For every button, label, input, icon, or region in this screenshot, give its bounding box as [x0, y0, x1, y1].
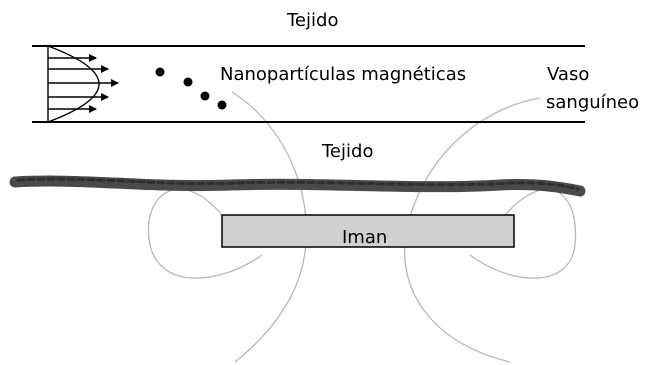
- vessel-label-line1: Vaso: [547, 64, 590, 85]
- tissue-band-texture: [16, 177, 580, 191]
- magnet-label: Iman: [342, 227, 388, 248]
- nanoparticle-dot: [183, 77, 193, 87]
- tissue-top-label: Tejido: [287, 10, 339, 31]
- magnet-bar: [221, 214, 515, 248]
- nanoparticle-dot: [155, 67, 165, 77]
- tissue-band: [9, 175, 586, 197]
- parabolic-flow-icon: [47, 45, 119, 123]
- flow-profile-curve: [47, 45, 100, 123]
- nanoparticles: [155, 67, 227, 110]
- nanoparticle-dot: [200, 91, 210, 101]
- vessel-label-line2: sanguíneo: [546, 92, 640, 113]
- field-line-left-outer: [231, 91, 308, 363]
- nanoparticles-label: Nanopartículas magnéticas: [220, 64, 467, 85]
- nanoparticle-dot: [217, 100, 227, 110]
- tissue-middle-label: Tejido: [322, 141, 374, 162]
